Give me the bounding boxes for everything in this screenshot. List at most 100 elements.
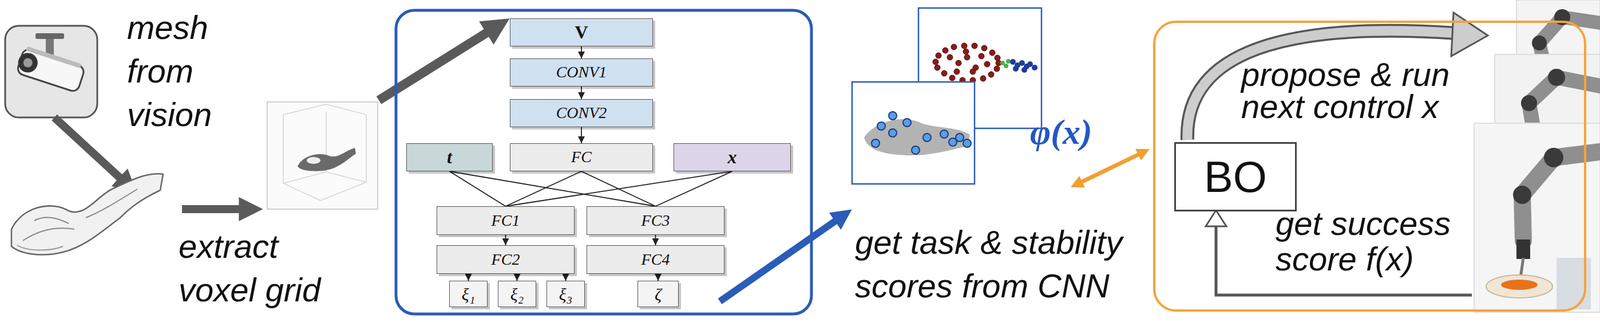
scatter-plot-part-part bbox=[978, 53, 985, 59]
scatter-plot-part-part bbox=[1006, 58, 1011, 64]
camera-icon-part bbox=[14, 45, 86, 93]
scatter-plot-part-part bbox=[1021, 66, 1028, 73]
robot-photos-part bbox=[1516, 239, 1531, 259]
voxel-grid-plot-part bbox=[297, 147, 356, 172]
conv-layer: CONV1 bbox=[509, 58, 653, 87]
scatter-plot-part bbox=[1010, 58, 1038, 73]
node-text: FC4 bbox=[641, 250, 671, 269]
node-text: FC3 bbox=[641, 211, 671, 230]
scatter-plot-part bbox=[864, 119, 970, 156]
output-box: ξ₂ bbox=[497, 280, 537, 307]
scatter-plot-part-part bbox=[963, 139, 972, 148]
scatter-plot-part-part bbox=[888, 111, 897, 120]
scatter-plot-part-part bbox=[877, 121, 886, 130]
scatter-plot-part bbox=[871, 111, 972, 154]
fc-layer: FC2 bbox=[436, 244, 575, 274]
node-text: FC1 bbox=[491, 211, 521, 230]
robot-photos-part bbox=[1486, 274, 1553, 298]
network-frame bbox=[395, 10, 812, 314]
robot-photos bbox=[1474, 0, 1600, 312]
scatter-plot-part-part bbox=[1012, 65, 1019, 72]
input-layer: x bbox=[673, 143, 791, 172]
connector bbox=[655, 234, 657, 245]
feedback-arrow-part bbox=[1205, 210, 1227, 227]
scatter-plot-part-part bbox=[981, 45, 988, 51]
connector bbox=[516, 273, 518, 281]
mesh-illustration-part bbox=[17, 244, 63, 251]
camera-icon-part-part bbox=[22, 56, 34, 69]
camera-icon bbox=[5, 25, 98, 118]
scatter-plot-part-part bbox=[955, 133, 964, 142]
node-text: FC2 bbox=[491, 250, 521, 269]
scatter-plot-part-part bbox=[969, 68, 976, 75]
fc-layer: FC bbox=[509, 143, 653, 172]
scatter-plot-part-part bbox=[951, 44, 957, 50]
robot-photos-part bbox=[1474, 123, 1600, 312]
connector bbox=[505, 171, 733, 207]
fc-layer: FC1 bbox=[436, 206, 575, 235]
robot-photos-part bbox=[1547, 68, 1566, 86]
connector bbox=[468, 273, 470, 281]
scatter-plot-part bbox=[1000, 58, 1011, 69]
scatter-plot-part-part bbox=[923, 133, 932, 142]
robot-photos-part bbox=[1501, 279, 1538, 290]
scatter-plot-part-part bbox=[984, 61, 990, 67]
scatter-plot-part bbox=[932, 42, 1002, 83]
output-box: ζ bbox=[637, 280, 679, 307]
mesh-illustration bbox=[11, 173, 164, 255]
fc-layer: FC4 bbox=[586, 244, 725, 274]
connector bbox=[449, 171, 656, 207]
voxel-grid-plot-part bbox=[306, 156, 321, 164]
node-text: ζ bbox=[654, 284, 662, 304]
node-text: CONV1 bbox=[556, 63, 608, 82]
output-box: ξ₁ bbox=[449, 280, 488, 307]
mesh-illustration-part bbox=[11, 173, 164, 255]
scatter-plot-part-part bbox=[961, 42, 968, 49]
scatter-plot-part-part bbox=[903, 118, 912, 127]
node-text: x bbox=[727, 147, 738, 168]
robot-photos-part bbox=[1543, 147, 1564, 168]
flow-arrow bbox=[54, 117, 125, 182]
voxel-grid-plot-part bbox=[267, 101, 378, 209]
camera-icon-part-part bbox=[15, 50, 41, 75]
connector bbox=[655, 171, 733, 207]
step-text: get success score f(x) bbox=[1275, 205, 1488, 277]
scatter-plot-part-part bbox=[955, 60, 962, 66]
scatter-plot-part-part bbox=[935, 52, 942, 59]
scatter-plot-part-part bbox=[911, 145, 920, 154]
loop-arrow-part bbox=[1451, 12, 1488, 57]
conv-layer: CONV2 bbox=[509, 98, 653, 128]
optimizer-box: BO bbox=[1174, 141, 1297, 212]
flow-arrow bbox=[719, 217, 841, 302]
flow-arrow bbox=[181, 204, 247, 213]
scatter-plot-part-part bbox=[964, 54, 970, 61]
scatter-plot-part-part bbox=[871, 139, 880, 148]
scatter-plot-part-part bbox=[963, 48, 969, 55]
connector bbox=[580, 127, 582, 144]
scatter-plot-part-part bbox=[971, 42, 978, 49]
step-label: mesh from vision bbox=[127, 5, 236, 137]
node-text: t bbox=[446, 147, 453, 168]
mesh-illustration-part bbox=[22, 188, 138, 241]
step-label: get task & stability scores from CNN bbox=[854, 220, 1164, 308]
step-text: propose & run next control x bbox=[1241, 58, 1485, 123]
scatter-plot-part-part bbox=[1027, 61, 1033, 67]
fc-layer: FC3 bbox=[586, 206, 725, 235]
optimization-loop-frame: propose & run next control x get success … bbox=[1153, 20, 1587, 312]
robot-photos-part bbox=[1521, 94, 1538, 112]
scatter-plot-part-part bbox=[949, 74, 956, 81]
scatter-plot-part-part bbox=[947, 54, 953, 61]
scatter-plot-part-part bbox=[1019, 60, 1025, 66]
node-text: FC bbox=[571, 148, 592, 166]
scatter-plot-part-part bbox=[941, 70, 948, 77]
node-text: ξ₁ bbox=[461, 284, 475, 304]
connector bbox=[580, 46, 582, 59]
connector bbox=[580, 86, 582, 99]
scatter-plot-part-part bbox=[888, 128, 897, 137]
loop-arrow bbox=[1187, 12, 1488, 140]
scatter-plot-part-part bbox=[1010, 58, 1016, 65]
voxel-grid-plot-part bbox=[283, 104, 367, 201]
connector bbox=[505, 171, 582, 207]
connector bbox=[565, 273, 567, 281]
scatter-plot-part-part bbox=[994, 54, 1001, 61]
